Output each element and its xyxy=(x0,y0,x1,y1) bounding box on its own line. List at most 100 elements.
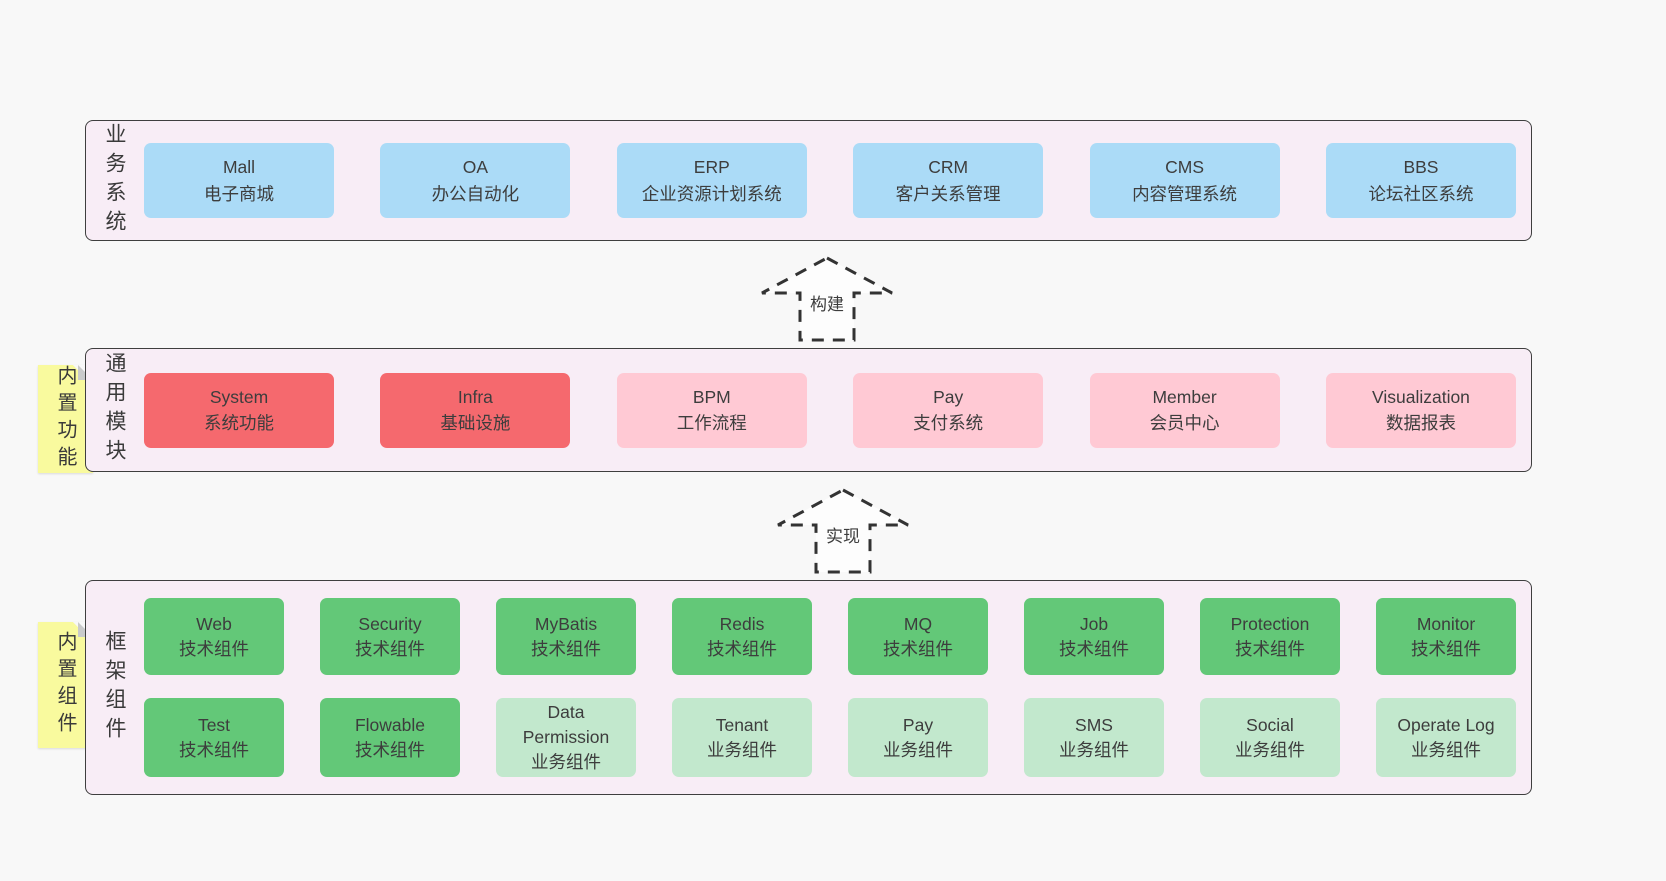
module-box-system: System 系统功能 xyxy=(144,372,334,448)
box-row: System 系统功能 Infra 基础设施 BPM 工作流程 Pay 支付系统 Member 会… xyxy=(144,372,1516,448)
implement-arrow: 实现 xyxy=(777,488,909,574)
module-box-erp: ERP 企业资源计划系统 xyxy=(616,143,807,218)
module-box-cms: CMS 内容管理系统 xyxy=(1089,143,1280,218)
band-common-modules: 内置功能 通用模块 System 系统功能 Infra 基础设施 BPM 工作流程 Pay 支… xyxy=(38,348,1532,473)
box-subtitle: 业务组件 xyxy=(1411,739,1481,760)
box-title: Mall xyxy=(222,157,256,178)
box-title: BPM xyxy=(692,386,731,407)
module-box-protection: Protection 技术组件 xyxy=(1200,598,1340,676)
box-subtitle: 支付系统 xyxy=(913,413,984,433)
box-subtitle: 基础设施 xyxy=(440,413,511,433)
box-subtitle: 工作流程 xyxy=(676,413,747,433)
module-box-mall: Mall 电子商城 xyxy=(144,143,334,218)
band-boxes: System 系统功能 Infra 基础设施 BPM 工作流程 Pay 支付系统 Member 会… xyxy=(144,349,1516,471)
box-subtitle: 技术组件 xyxy=(1059,638,1129,659)
box-title: Social xyxy=(1246,714,1294,735)
box-title: Data Permission xyxy=(522,702,610,748)
box-subtitle: 技术组件 xyxy=(355,739,425,760)
box-subtitle: 论坛社区系统 xyxy=(1368,183,1474,204)
build-arrow-label: 构建 xyxy=(810,295,844,314)
box-subtitle: 技术组件 xyxy=(531,638,601,659)
module-box-bpm: BPM 工作流程 xyxy=(616,372,807,448)
module-box-mybatis: MyBatis 技术组件 xyxy=(496,598,636,676)
module-box-visualization: Visualization 数据报表 xyxy=(1325,372,1516,448)
module-box-pay: Pay 支付系统 xyxy=(853,372,1044,448)
box-title: Operate Log xyxy=(1397,714,1495,735)
box-subtitle: 业务组件 xyxy=(1235,739,1305,760)
box-subtitle: 系统功能 xyxy=(204,413,274,433)
box-row: Mall 电子商城 OA 办公自动化 ERP 企业资源计划系统 CRM 客户关系管理 CMS 内容… xyxy=(144,143,1516,218)
module-box-flowable: Flowable 技术组件 xyxy=(320,698,460,777)
box-subtitle: 技术组件 xyxy=(179,739,249,760)
box-title: System xyxy=(209,386,269,407)
band-label-framework-components: 框架组件 xyxy=(103,629,126,746)
band-panel: 业务系统 Mall 电子商城 OA 办公自动化 ERP 企业资源计划系统 CRM 客户关系管理… xyxy=(85,120,1532,241)
box-title: Protection xyxy=(1230,613,1310,634)
band-panel: 通用模块 System 系统功能 Infra 基础设施 BPM 工作流程 Pay 支付系统 Me… xyxy=(85,348,1532,472)
box-subtitle: 技术组件 xyxy=(707,638,777,659)
box-subtitle: 业务组件 xyxy=(707,739,777,760)
module-box-crm: CRM 客户关系管理 xyxy=(853,143,1044,218)
box-subtitle: 业务组件 xyxy=(1059,739,1129,760)
module-box-monitor: Monitor 技术组件 xyxy=(1376,598,1516,676)
box-subtitle: 电子商城 xyxy=(204,183,274,204)
implement-arrow-shape xyxy=(777,488,909,574)
box-title: Member xyxy=(1152,386,1217,407)
box-title: Job xyxy=(1079,613,1109,634)
box-title: Infra xyxy=(457,386,493,407)
box-title: Pay xyxy=(933,386,964,407)
box-title: ERP xyxy=(693,157,730,178)
box-subtitle: 企业资源计划系统 xyxy=(641,183,782,204)
box-subtitle: 技术组件 xyxy=(1411,638,1481,659)
module-box-sms: SMS 业务组件 xyxy=(1024,698,1164,777)
box-subtitle: 办公自动化 xyxy=(431,183,520,204)
module-box-operate-log: Operate Log 业务组件 xyxy=(1376,698,1516,777)
box-title: MyBatis xyxy=(534,613,598,634)
module-box-mq: MQ 技术组件 xyxy=(848,598,988,676)
box-subtitle: 技术组件 xyxy=(179,638,249,659)
box-title: SMS xyxy=(1075,714,1113,735)
sticky-note-text: 内置功能 xyxy=(54,365,76,473)
box-subtitle: 会员中心 xyxy=(1149,413,1220,433)
module-box-tenant: Tenant 业务组件 xyxy=(672,698,812,777)
band-business-systems: 业务系统 Mall 电子商城 OA 办公自动化 ERP 企业资源计划系统 CRM 客户关系管理… xyxy=(85,120,1532,241)
sticky-note-text: 内置组件 xyxy=(54,631,76,739)
box-title: Monitor xyxy=(1416,613,1476,634)
box-subtitle: 数据报表 xyxy=(1385,413,1456,433)
box-title: Security xyxy=(358,613,422,634)
box-subtitle: 客户关系管理 xyxy=(895,183,1001,204)
box-title: CMS xyxy=(1165,157,1204,178)
box-title: MQ xyxy=(903,613,933,634)
box-title: CRM xyxy=(928,157,969,178)
module-box-member: Member 会员中心 xyxy=(1089,372,1280,448)
box-subtitle: 业务组件 xyxy=(883,739,953,760)
implement-arrow-label: 实现 xyxy=(826,527,860,546)
band-label-common-modules: 通用模块 xyxy=(103,352,126,468)
box-title: Pay xyxy=(902,714,934,735)
box-title: OA xyxy=(462,157,489,178)
module-box-oa: OA 办公自动化 xyxy=(380,143,571,218)
box-title: Test xyxy=(197,714,231,735)
box-subtitle: 技术组件 xyxy=(883,638,953,659)
box-title: Flowable xyxy=(354,714,426,735)
band-label-business-systems: 业务系统 xyxy=(103,122,126,239)
box-title: Tenant xyxy=(715,714,769,735)
box-subtitle: 业务组件 xyxy=(531,751,601,772)
box-title: Visualization xyxy=(1371,386,1470,407)
module-box-test: Test 技术组件 xyxy=(144,698,284,777)
build-arrow: 构建 xyxy=(761,256,893,342)
module-box-job: Job 技术组件 xyxy=(1024,598,1164,676)
box-subtitle: 技术组件 xyxy=(1235,638,1305,659)
sticky-note-built-in-components: 内置组件 xyxy=(38,622,93,748)
module-box-pay: Pay 业务组件 xyxy=(848,698,988,777)
box-subtitle: 内容管理系统 xyxy=(1132,183,1238,204)
build-arrow-shape xyxy=(761,256,893,342)
sticky-note-built-in-features: 内置功能 xyxy=(38,365,93,473)
